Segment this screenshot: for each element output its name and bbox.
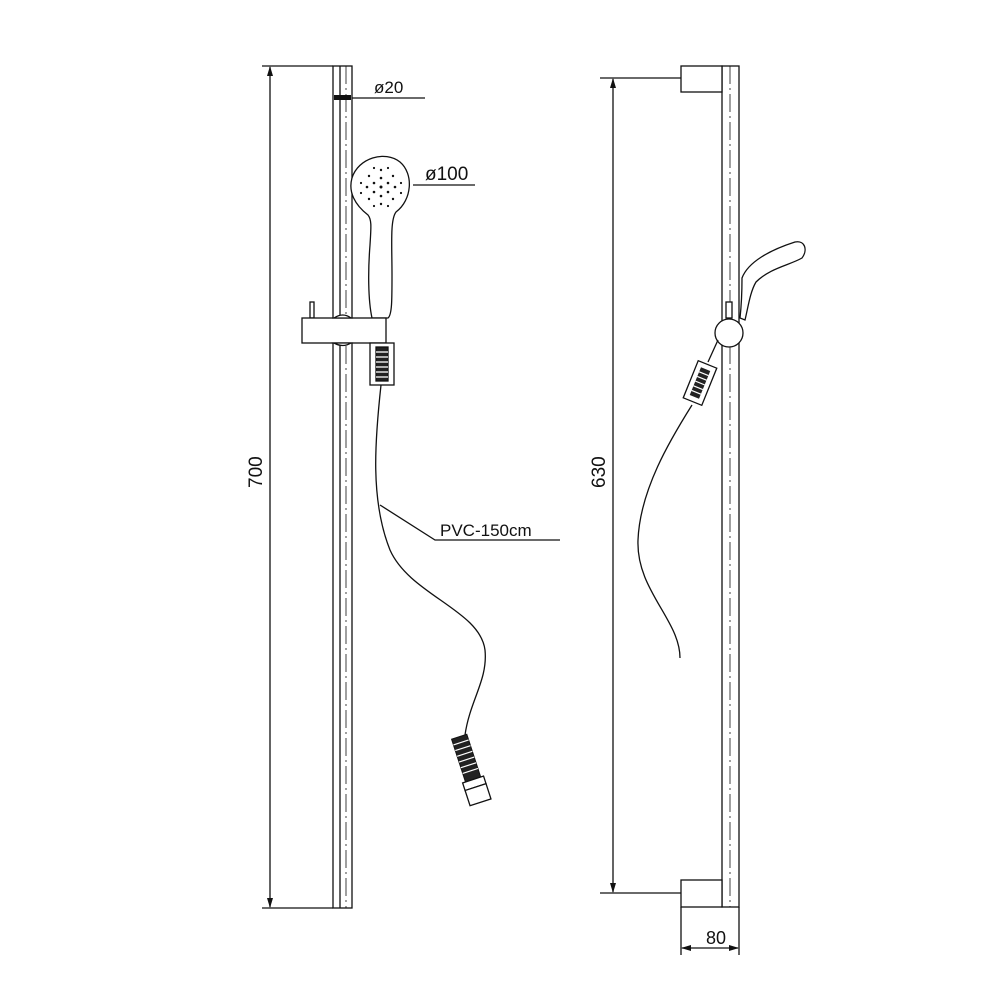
hose: PVC-150cm — [375, 384, 560, 807]
height-dimension: 700 — [246, 65, 333, 909]
front-view: 700 ø20 ø100 — [246, 65, 560, 909]
hose-label: PVC-150cm — [440, 521, 532, 540]
head-diameter-label: ø100 — [425, 164, 468, 185]
spray-nozzles — [359, 166, 403, 208]
top-bracket — [680, 65, 723, 93]
side-height-label: 630 — [589, 456, 610, 488]
depth-label: 80 — [706, 928, 726, 948]
rail-side — [680, 65, 740, 908]
hose-holder-side — [682, 359, 718, 407]
height-dimension-side: 630 — [589, 77, 681, 894]
hose-spring — [375, 346, 389, 382]
side-view: 630 80 — [589, 65, 806, 955]
depth-dimension: 80 — [680, 907, 740, 955]
rail-diameter-dimension: ø20 — [334, 78, 425, 100]
height-label: 700 — [246, 456, 267, 488]
hose-end-fitting — [450, 733, 492, 807]
slider-holder — [301, 301, 395, 386]
hand-shower: ø100 — [350, 155, 475, 319]
hand-shower-side — [637, 241, 806, 659]
bottom-bracket — [680, 879, 723, 908]
rail-diameter-label: ø20 — [374, 78, 403, 97]
rail — [332, 65, 353, 909]
